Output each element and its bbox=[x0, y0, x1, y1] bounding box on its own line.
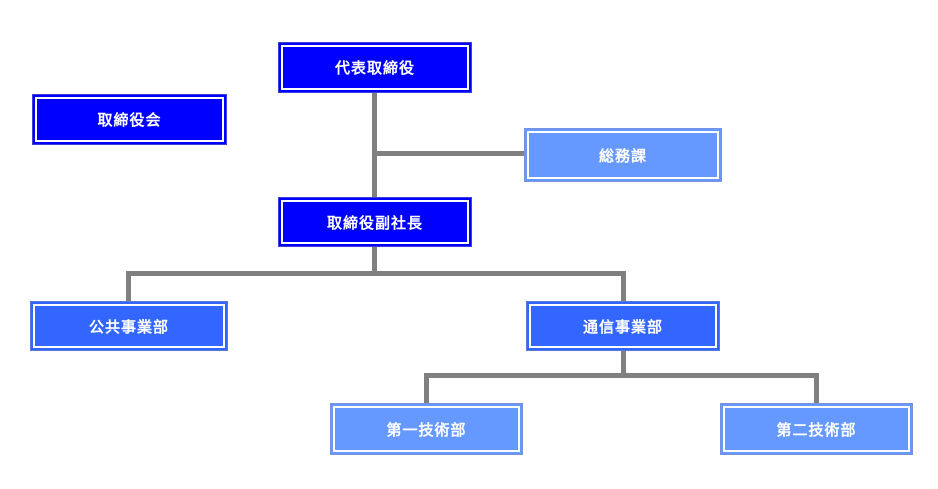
connector-tech2-drop bbox=[814, 373, 819, 403]
node-general-affairs: 総務課 bbox=[524, 128, 722, 182]
connector-public-works-drop bbox=[126, 271, 131, 301]
connector-tech1-drop bbox=[424, 373, 429, 403]
node-public-works: 公共事業部 bbox=[30, 301, 228, 351]
node-public-works-label: 公共事業部 bbox=[88, 318, 169, 336]
connector-telecom-down-vertical bbox=[621, 351, 626, 378]
node-tech2: 第二技術部 bbox=[720, 403, 913, 455]
node-telecom-label: 通信事業部 bbox=[582, 318, 663, 336]
node-general-affairs-label: 総務課 bbox=[598, 147, 647, 165]
connector-telecom-drop bbox=[621, 271, 626, 301]
node-vice-president: 取締役副社長 bbox=[278, 197, 472, 247]
node-president-label: 代表取締役 bbox=[334, 60, 415, 77]
node-president: 代表取締役 bbox=[278, 42, 472, 93]
connector-tech-children-horizontal bbox=[424, 373, 819, 378]
node-board-label: 取締役会 bbox=[97, 112, 162, 129]
node-vice-president-label: 取締役副社長 bbox=[326, 214, 423, 232]
node-board-of-directors: 取締役会 bbox=[32, 94, 227, 145]
connector-vp-children-horizontal bbox=[126, 271, 626, 276]
connector-president-vp-vertical bbox=[372, 93, 377, 197]
connector-vp-drop-vertical bbox=[372, 247, 377, 276]
node-tech1-label: 第一技術部 bbox=[386, 421, 467, 439]
connector-general-affairs-branch bbox=[375, 151, 524, 156]
node-tech2-label: 第二技術部 bbox=[776, 421, 857, 439]
node-tech1: 第一技術部 bbox=[330, 403, 523, 455]
node-telecom: 通信事業部 bbox=[526, 301, 720, 351]
